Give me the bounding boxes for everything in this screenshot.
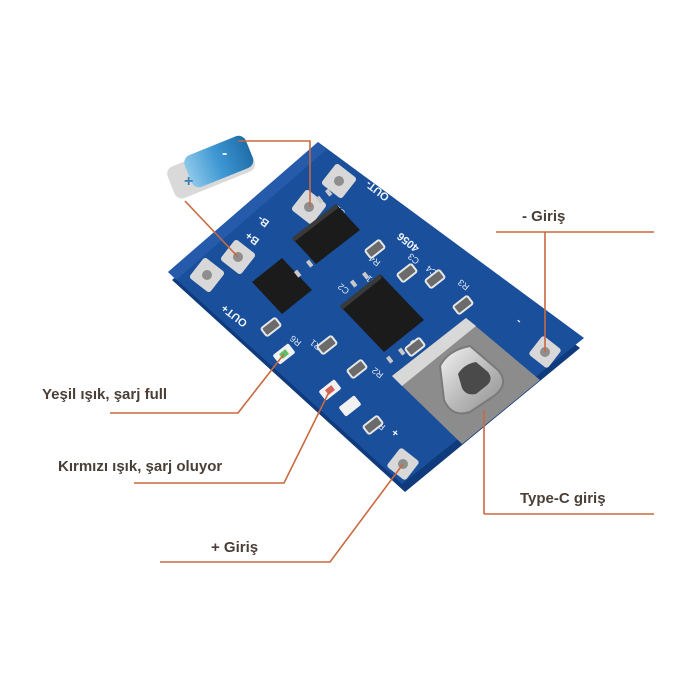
battery-cell-icon: + - xyxy=(167,135,255,199)
led-2 xyxy=(339,395,361,417)
usb-type-c-connector xyxy=(392,318,540,444)
pad-out-minus xyxy=(321,163,357,199)
leader-lines xyxy=(110,140,654,563)
battery-leader-minus xyxy=(238,140,311,207)
minus-input-label: - Giriş xyxy=(522,208,566,225)
green-led-label: Yeşil ışık, şarj full xyxy=(42,386,168,403)
green-led-line xyxy=(110,353,285,414)
charger-ic xyxy=(340,274,424,352)
red-led-line xyxy=(134,389,331,484)
pad-out-plus xyxy=(189,257,225,293)
battery-leader-plus xyxy=(184,200,239,258)
plus-input-line xyxy=(160,463,404,563)
red-led-label: Kırmızı ışık, şarj oluyor xyxy=(58,458,223,475)
mosfet-ic xyxy=(252,258,312,314)
silk-minus: - xyxy=(513,315,524,327)
protection-ic xyxy=(292,204,360,264)
battery-minus-mark: - xyxy=(222,145,227,162)
charger-pcb: B- B+ OUT- OUT+ 4056 - + R1 R2 R3 R4 R5 … xyxy=(168,142,584,492)
battery-plus-mark: + xyxy=(184,173,193,190)
type-c-label: Type-C giriş xyxy=(520,490,606,507)
plus-input-label: + Giriş xyxy=(211,539,259,556)
